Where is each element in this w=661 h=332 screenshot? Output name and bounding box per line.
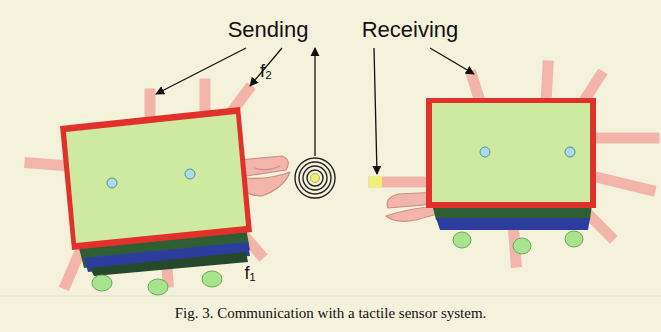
- signal-source: [311, 174, 320, 183]
- screw: [480, 147, 575, 157]
- signal-waves: [307, 170, 323, 186]
- whisker: [30, 84, 260, 284]
- leader-arrow: [250, 48, 282, 86]
- leader-arrow: [374, 48, 377, 174]
- base-plates: [436, 218, 590, 230]
- whisker: [369, 66, 654, 262]
- screw: [565, 147, 575, 157]
- whisker: [592, 176, 650, 190]
- body-border: [60, 107, 252, 250]
- gripper: [244, 172, 290, 196]
- screw: [480, 147, 490, 157]
- force-label: f₂: [260, 60, 272, 82]
- leader-arrow: [156, 48, 246, 94]
- signal-waves: [295, 158, 335, 198]
- receiving-label: Receiving: [362, 17, 459, 43]
- gripper: [240, 156, 288, 176]
- screw: [107, 169, 195, 188]
- led: [565, 231, 583, 247]
- leader-arrow: [314, 48, 315, 156]
- signal-waves: [299, 162, 331, 194]
- sending-label: Sending: [228, 17, 309, 43]
- leader-arrow: [430, 48, 474, 74]
- led: [92, 275, 112, 291]
- signal-waves: [303, 166, 327, 190]
- led: [148, 279, 168, 295]
- body: [432, 103, 590, 202]
- led: [453, 231, 583, 254]
- right-robot: [369, 66, 654, 262]
- caption-rule: [0, 296, 661, 297]
- left-robot: [30, 84, 290, 295]
- screw: [107, 178, 117, 188]
- signal-waves: [295, 158, 335, 198]
- force-label: f₁: [244, 262, 255, 284]
- screw: [185, 169, 195, 179]
- figure-caption: Fig. 3. Communication with a tactile sen…: [4, 304, 657, 323]
- gripper: [254, 166, 280, 170]
- led: [202, 271, 222, 287]
- leader-arrow: [156, 48, 474, 174]
- base-plates: [90, 252, 248, 276]
- whisker: [369, 177, 382, 188]
- led: [92, 271, 222, 295]
- body-border: [426, 98, 596, 208]
- led: [453, 232, 471, 248]
- gripper: [386, 206, 438, 221]
- whisker: [592, 133, 654, 144]
- whisker: [546, 66, 548, 102]
- body: [66, 114, 246, 243]
- led: [513, 238, 531, 254]
